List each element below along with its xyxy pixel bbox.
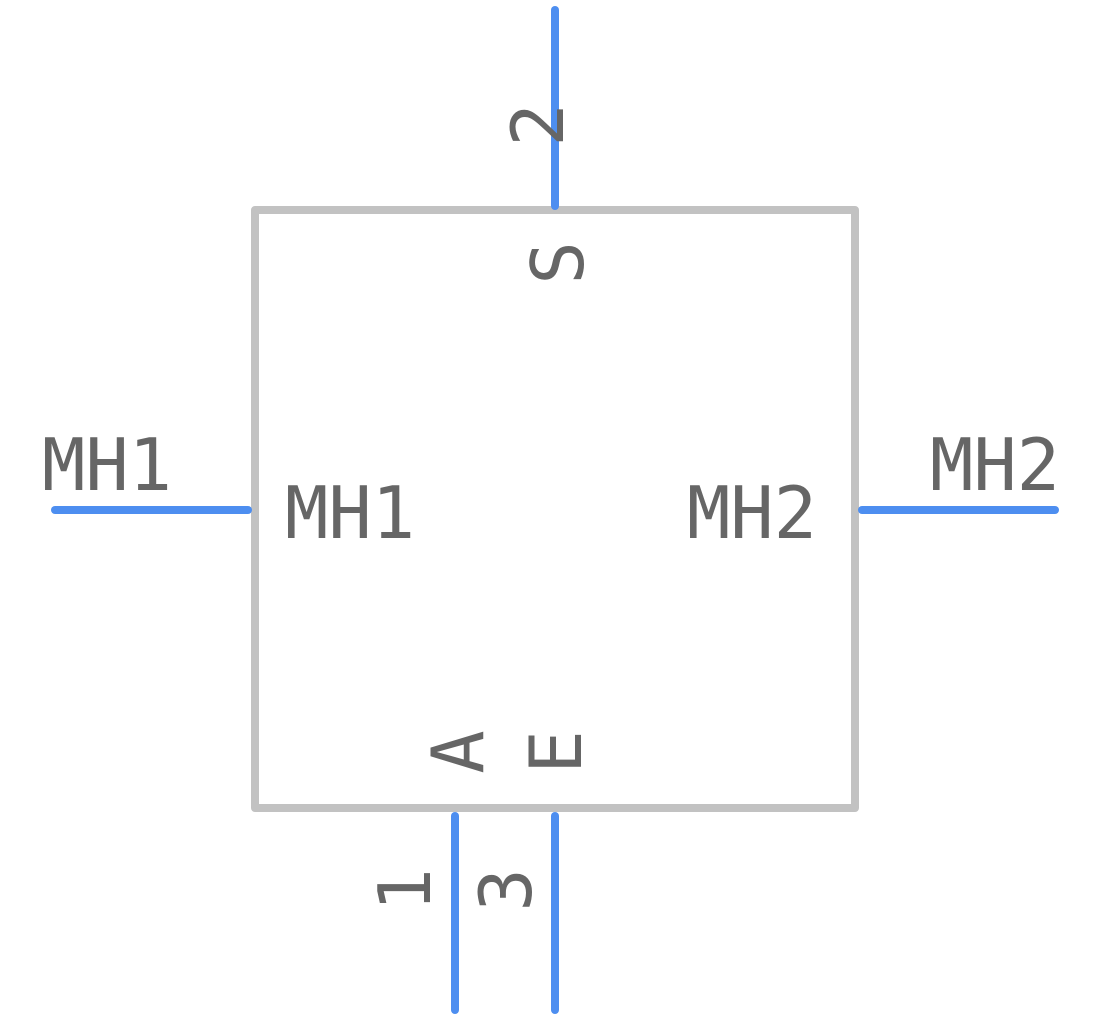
pin-3-number: 3 (464, 868, 548, 911)
pin-1-number: 1 (363, 868, 447, 911)
pin-mh2-name: MH2 (687, 471, 817, 555)
pin-mh2-number: MH2 (930, 423, 1060, 507)
pin-mh1-name: MH1 (285, 471, 415, 555)
pin-mh1-number: MH1 (42, 423, 172, 507)
pin-1-name: A (416, 730, 500, 773)
pin-2-number: 2 (496, 103, 580, 146)
pin-3-name: E (514, 730, 598, 773)
pin-2-name: S (516, 241, 600, 284)
